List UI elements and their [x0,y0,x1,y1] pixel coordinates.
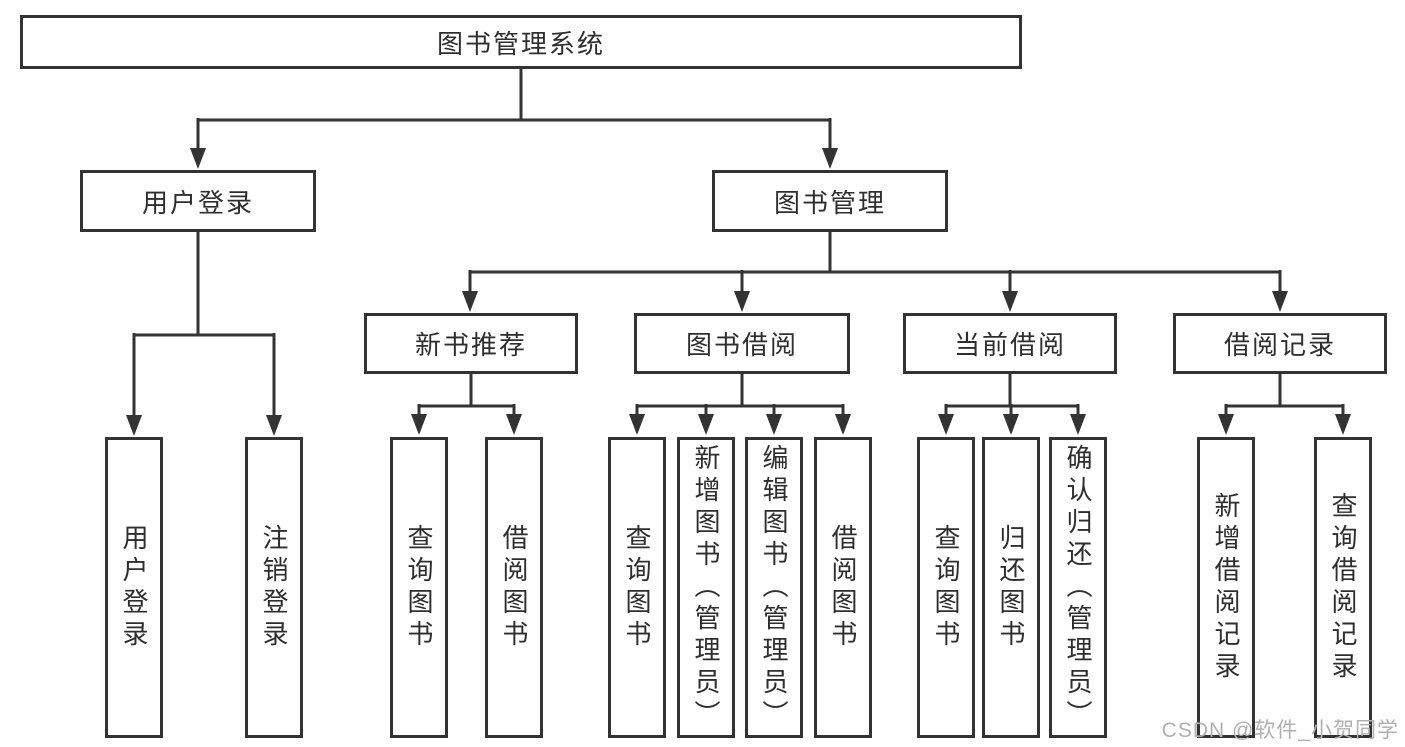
node-book-borrow: 图书借阅 [634,313,850,374]
leaf-query-borrow-record-label: 查询借阅记录 [1328,491,1358,684]
leaf-add-book-admin-label: 新增图书（管理员） [691,443,721,732]
node-book-management: 图书管理 [712,170,948,232]
arrow-down-icon [190,148,206,169]
leaf-user-login: 用户登录 [105,437,163,738]
leaf-borrow-books-borrow-label: 借阅图书 [828,523,858,652]
leaf-edit-book-admin: 编辑图书（管理员） [745,437,803,738]
node-current-borrow: 当前借阅 [903,313,1117,374]
node-user-login-label: 用户登录 [141,187,254,218]
leaf-query-books-borrow-label: 查询图书 [622,523,652,652]
connector-path [132,69,1345,418]
node-user-login: 用户登录 [80,170,316,232]
arrow-down-icon [734,291,750,312]
arrow-down-icon [1272,291,1288,312]
node-new-book-recommend-label: 新书推荐 [414,330,527,360]
arrow-down-icon [835,414,851,435]
arrow-down-icon [1218,414,1234,435]
arrow-down-icon [698,414,714,435]
arrow-down-icon [938,414,954,435]
arrow-down-icon [1070,414,1086,435]
arrow-down-icon [1002,291,1018,312]
leaf-return-book-label: 归还图书 [996,523,1026,652]
leaf-borrow-books-borrow: 借阅图书 [814,437,872,738]
node-current-borrow-label: 当前借阅 [953,330,1066,360]
leaf-add-book-admin: 新增图书（管理员） [677,437,735,738]
arrow-down-icon [1335,414,1351,435]
arrow-down-icon [126,415,142,436]
node-book-management-label: 图书管理 [773,187,886,218]
leaf-query-books-recommend: 查询图书 [390,437,448,738]
node-root-label: 图书管理系统 [436,28,605,59]
leaf-user-login-label: 用户登录 [119,523,149,652]
node-borrow-record: 借阅记录 [1173,313,1387,374]
leaf-return-book: 归还图书 [982,437,1040,738]
arrow-down-icon [411,414,427,435]
leaf-query-books-borrow: 查询图书 [608,437,666,738]
arrow-down-icon [1003,414,1019,435]
arrow-down-icon [822,148,838,169]
node-borrow-record-label: 借阅记录 [1223,330,1336,360]
leaf-query-books-recommend-label: 查询图书 [404,523,434,652]
leaf-logout-login: 注销登录 [245,437,303,738]
leaf-logout-login-label: 注销登录 [259,523,289,652]
leaf-query-borrow-record: 查询借阅记录 [1314,437,1372,738]
arrowheads [126,148,1351,436]
arrow-down-icon [266,415,282,436]
leaf-query-books-current-label: 查询图书 [931,523,961,652]
arrow-down-icon [629,414,645,435]
node-book-borrow-label: 图书借阅 [685,330,798,360]
leaf-borrow-books-recommend: 借阅图书 [485,437,543,738]
watermark: CSDN @软件_小贺同学 [1161,719,1399,742]
arrow-down-icon [462,291,478,312]
leaf-confirm-return-admin-label: 确认归还（管理员） [1063,443,1093,732]
node-new-book-recommend: 新书推荐 [364,313,578,374]
leaf-add-borrow-record: 新增借阅记录 [1197,437,1255,738]
arrow-down-icon [766,414,782,435]
leaf-add-borrow-record-label: 新增借阅记录 [1211,491,1241,684]
leaf-query-books-current: 查询图书 [917,437,975,738]
arrow-down-icon [506,414,522,435]
leaf-edit-book-admin-label: 编辑图书（管理员） [759,443,789,732]
leaf-confirm-return-admin: 确认归还（管理员） [1049,437,1107,738]
leaf-borrow-books-recommend-label: 借阅图书 [499,523,529,652]
node-root: 图书管理系统 [20,15,1022,69]
